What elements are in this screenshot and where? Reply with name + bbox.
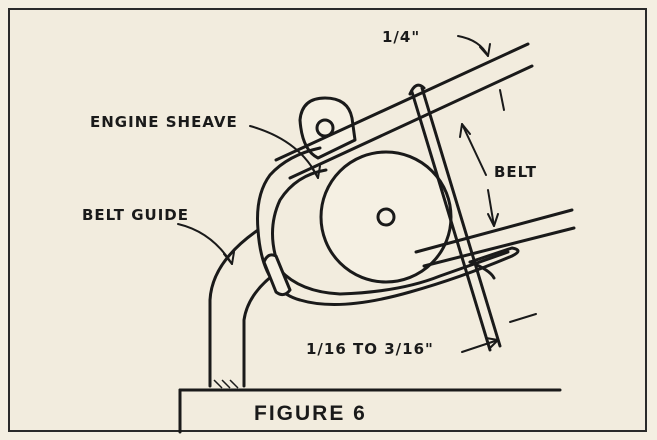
guide-rod-band bbox=[468, 260, 496, 280]
quarter-inch-arrow bbox=[479, 43, 491, 57]
quarter-inch-label: 1/4" bbox=[382, 28, 421, 46]
gap-dimension-arrow bbox=[485, 337, 499, 349]
guide-rod-right bbox=[420, 86, 502, 348]
gap-dimension-label: 1/16 TO 3/16" bbox=[306, 340, 434, 358]
gap-dimension-tick bbox=[509, 313, 537, 323]
quarter-inch-tick bbox=[499, 89, 505, 111]
belt-leader-down bbox=[487, 189, 495, 227]
belt-guide-inner bbox=[242, 168, 328, 388]
belt-upper-edge-inner bbox=[288, 64, 534, 180]
guide-base-hatch bbox=[213, 379, 239, 389]
belt-label: BELT bbox=[494, 163, 537, 181]
quarter-inch-leader bbox=[457, 35, 489, 57]
belt-leader-up-arrow bbox=[459, 123, 471, 138]
belt-guide-outer bbox=[208, 146, 322, 388]
belt-leader-down-arrow bbox=[487, 213, 499, 227]
belt-guide-label: BELT GUIDE bbox=[82, 206, 189, 224]
engine-sheave-label: ENGINE SHEAVE bbox=[90, 113, 238, 131]
figure-caption: FIGURE 6 bbox=[254, 402, 367, 425]
gap-dimension-leader bbox=[461, 339, 499, 353]
engine-sheave-arrow bbox=[310, 165, 321, 179]
sheave-hub bbox=[376, 207, 396, 227]
guide-rod-top-cap bbox=[408, 83, 426, 96]
belt-guide-leader bbox=[177, 223, 233, 265]
belt-guide-arrow bbox=[223, 251, 235, 265]
guide-clip bbox=[262, 253, 292, 297]
engine-sheave-circle bbox=[319, 150, 453, 284]
belt-lower-edge-inner bbox=[422, 226, 576, 268]
guide-rod-left bbox=[410, 90, 492, 352]
belt-leader-up bbox=[461, 123, 487, 176]
belt-lower-edge-outer bbox=[414, 208, 574, 254]
belt-upper-edge-outer bbox=[274, 42, 530, 162]
